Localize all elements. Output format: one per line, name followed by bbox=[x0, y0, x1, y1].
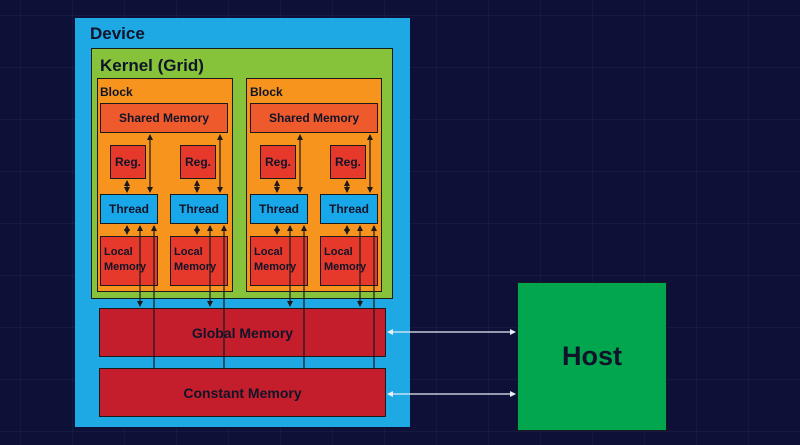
block-1-thread-0: Thread bbox=[250, 194, 308, 224]
block-0-thread-0: Thread bbox=[100, 194, 158, 224]
block-0-thread-1-local-memory: Local Memory bbox=[170, 236, 228, 286]
local-memory-line1: Local bbox=[104, 246, 133, 258]
block-0-shared-memory: Shared Memory bbox=[100, 103, 228, 133]
block-0-thread-0-register: Reg. bbox=[110, 145, 146, 179]
local-memory-line1: Local bbox=[254, 246, 283, 258]
local-memory-line2: Memory bbox=[254, 261, 297, 273]
device-label: Device bbox=[90, 24, 145, 43]
constant-memory: Constant Memory bbox=[99, 368, 386, 417]
block-1-label: Block bbox=[250, 85, 283, 99]
block-0-thread-1: Thread bbox=[170, 194, 228, 224]
global-memory: Global Memory bbox=[99, 308, 386, 357]
block-0-thread-0-local-memory: Local Memory bbox=[100, 236, 158, 286]
block-1-thread-0-register: Reg. bbox=[260, 145, 296, 179]
kernel-label: Kernel (Grid) bbox=[100, 56, 204, 75]
local-memory-line1: Local bbox=[174, 246, 203, 258]
host: Host bbox=[517, 282, 667, 431]
block-0-label: Block bbox=[100, 85, 133, 99]
local-memory-line1: Local bbox=[324, 246, 353, 258]
block-1-thread-0-local-memory: Local Memory bbox=[250, 236, 308, 286]
local-memory-line2: Memory bbox=[104, 261, 147, 273]
block-1-thread-1: Thread bbox=[320, 194, 378, 224]
block-1-shared-memory: Shared Memory bbox=[250, 103, 378, 133]
block-1-thread-1-register: Reg. bbox=[330, 145, 366, 179]
block-1-thread-1-local-memory: Local Memory bbox=[320, 236, 378, 286]
local-memory-line2: Memory bbox=[174, 261, 217, 273]
block-0-thread-1-register: Reg. bbox=[180, 145, 216, 179]
local-memory-line2: Memory bbox=[324, 261, 367, 273]
